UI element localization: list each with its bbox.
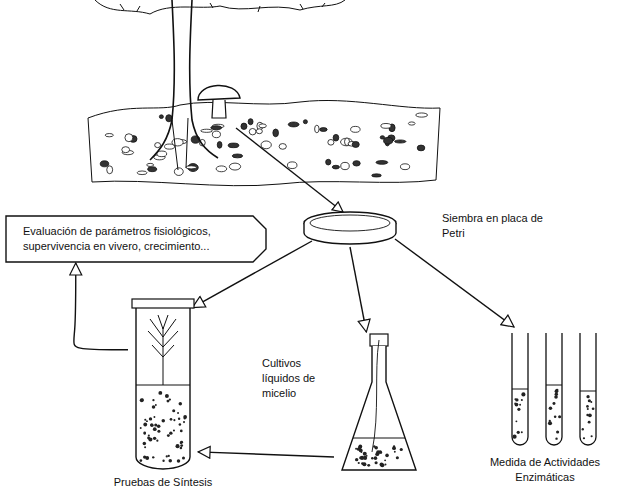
tree [95,0,345,170]
apparatus-node: Pruebas de Síntesis [98,295,228,492]
node-label: Siembra en placa de Petri [442,211,550,241]
pebble [147,163,154,166]
pebble [326,159,331,165]
node-label: Medida de Actividades Enzimáticas [474,455,616,485]
pebble [279,144,286,150]
flow-arrow [350,247,366,332]
pebble [137,171,147,175]
pebble [229,163,240,170]
pebble [320,128,328,132]
pebble [217,141,222,148]
pebble [352,141,359,147]
apparatus-drawing [334,332,424,474]
node-label: Evaluación de parámetros fisiológicos, s… [23,224,243,254]
pebble [122,147,130,153]
node-label: Cultivos líquidos de micelio [262,356,336,401]
pebble [395,140,406,143]
pebble [408,122,415,125]
pebble [228,143,239,148]
pebble [372,174,382,177]
pebble [148,167,157,172]
pebble [332,165,339,169]
pebble [376,161,388,165]
pebble [256,129,262,134]
pebble [341,162,350,169]
pebble [353,161,360,166]
pebble [125,134,133,142]
pebble [232,154,242,158]
pebble [381,123,391,128]
pebble [212,131,220,138]
pebble [249,128,256,134]
pebble [351,126,360,132]
pebble [328,139,334,145]
pebble [416,113,428,117]
pebble [273,129,279,137]
soil [88,100,440,185]
process-box: Evaluación de parámetros fisiológicos, s… [5,215,267,263]
pebble [287,162,297,169]
pebble [303,120,307,124]
pebble [400,164,409,170]
pebble [201,129,213,132]
apparatus-drawing [128,297,198,473]
pebble [174,168,183,176]
apparatus-drawing [504,327,604,451]
pebble [248,119,253,125]
flow-arrow [395,239,514,327]
apparatus-node: Cultivos líquidos de micelio [262,330,427,480]
pebble [100,161,108,167]
node-label: Pruebas de Síntesis [98,475,228,490]
sampling-arrow [236,128,343,212]
pebble [241,123,247,129]
pebble [384,137,393,144]
pebble [259,124,266,128]
pebble [261,141,271,149]
pebble [380,136,384,139]
pebble [315,125,319,133]
pebble [186,166,197,169]
pebble [105,134,113,137]
pebble [172,139,183,146]
apparatus-node: Siembra en placa de Petri [300,205,550,253]
pebble [288,122,299,127]
flow-arrow [74,263,128,350]
mushroom [198,85,240,118]
pebble [216,166,227,172]
apparatus-node: Medida de Actividades Enzimáticas [474,325,616,493]
pebble [107,166,113,174]
pebble [417,145,425,151]
pebble [155,143,161,148]
pebble [211,126,222,130]
flow-arrow [198,452,334,457]
pebble [333,134,339,141]
pebble [159,115,163,119]
box-outline [5,215,267,263]
apparatus-drawing [300,207,400,247]
